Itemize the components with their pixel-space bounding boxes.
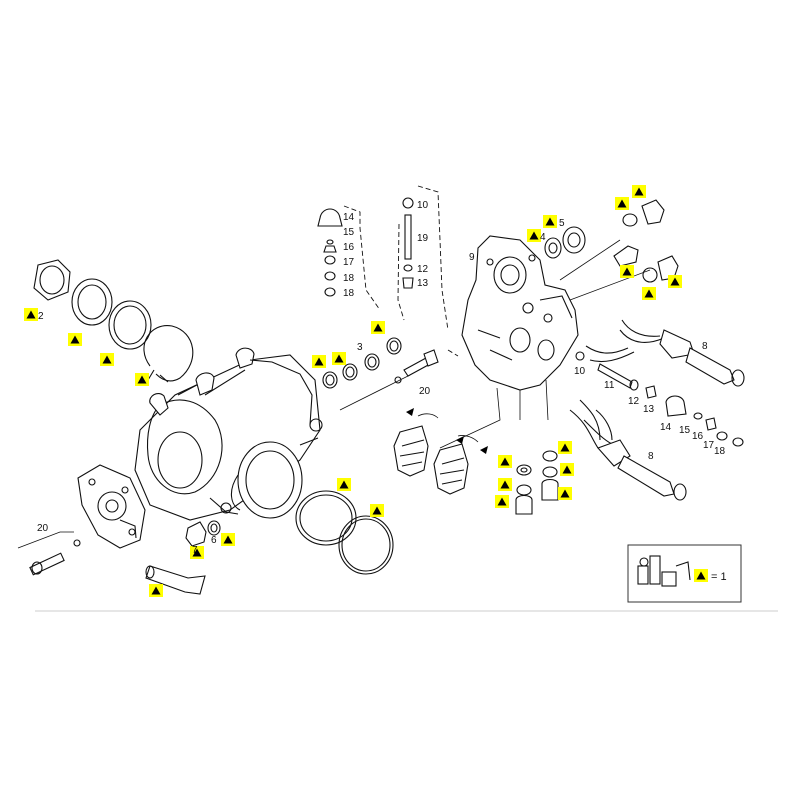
valve-cartridge-right bbox=[433, 435, 479, 495]
callout-10-right: 10 bbox=[574, 366, 586, 377]
marker-snapring-icon bbox=[135, 373, 149, 386]
end-cover-plate bbox=[77, 464, 146, 549]
callout-8-upper: 8 bbox=[702, 341, 708, 352]
marker-3a-icon bbox=[312, 355, 326, 368]
callout-16-right: 16 bbox=[692, 431, 704, 442]
callout-14-right: 14 bbox=[660, 422, 672, 433]
assembly-arrows bbox=[406, 408, 488, 454]
callout-18-mid: 18 bbox=[343, 288, 355, 299]
marker-c2-icon bbox=[498, 478, 512, 491]
callout-12-top: 12 bbox=[417, 264, 429, 275]
marker-6-icon bbox=[221, 533, 235, 546]
callout-20-center: 20 bbox=[419, 386, 431, 397]
screw-cap-row-right bbox=[665, 395, 744, 447]
marker-tr4-icon bbox=[642, 287, 656, 300]
callout-15-right: 15 bbox=[679, 425, 691, 436]
seal-part-4 bbox=[544, 237, 562, 259]
callout-14-top: 14 bbox=[343, 212, 355, 223]
callout-12-right: 12 bbox=[628, 396, 640, 407]
valve-body-part-9 bbox=[439, 235, 579, 449]
marker-oring2-icon bbox=[370, 504, 384, 517]
solenoid-lower-part-8 bbox=[569, 399, 687, 501]
marker-seal2-icon bbox=[100, 353, 114, 366]
nut-part-2 bbox=[33, 259, 71, 301]
kit-pictogram-icon bbox=[637, 555, 691, 587]
marker-tr5-icon bbox=[668, 275, 682, 288]
callout-3: 3 bbox=[357, 342, 363, 353]
callout-5: 5 bbox=[559, 218, 565, 229]
pin-stack bbox=[397, 185, 449, 331]
seal-ring-1 bbox=[71, 278, 113, 326]
marker-c1-icon bbox=[498, 455, 512, 468]
callout-9: 9 bbox=[469, 252, 475, 263]
callout-18-right: 18 bbox=[714, 446, 726, 457]
callout-17-right: 17 bbox=[703, 440, 715, 451]
callout-16-top: 16 bbox=[343, 242, 355, 253]
marker-oring1-icon bbox=[337, 478, 351, 491]
grease-tube bbox=[145, 565, 206, 595]
plug-part-7 bbox=[185, 521, 207, 547]
callout-20-left: 20 bbox=[37, 523, 49, 534]
callout-10-top: 10 bbox=[417, 200, 429, 211]
valve-cartridge-left bbox=[393, 413, 439, 477]
callout-7: 7 bbox=[192, 545, 198, 556]
o-ring-large-1 bbox=[295, 490, 357, 546]
o-ring-large-2 bbox=[338, 515, 394, 575]
seal-ring-2 bbox=[108, 300, 152, 350]
marker-c3-icon bbox=[495, 495, 509, 508]
snap-ring bbox=[143, 325, 194, 383]
o-rings-part-3 bbox=[322, 337, 411, 411]
callout-15-top: 15 bbox=[343, 227, 355, 238]
bolt-part-20-left bbox=[17, 531, 81, 576]
marker-5-icon bbox=[543, 215, 557, 228]
steering-box-housing bbox=[134, 347, 323, 521]
marker-3c-icon bbox=[371, 321, 385, 334]
washer-part-6 bbox=[207, 520, 221, 536]
marker-c5-icon bbox=[560, 463, 574, 476]
marker-c4-icon bbox=[558, 441, 572, 454]
solenoid-upper-part-8 bbox=[585, 319, 745, 387]
callout-8-lower: 8 bbox=[648, 451, 654, 462]
legend-box: = 1 bbox=[627, 544, 742, 603]
marker-grease-icon bbox=[149, 584, 163, 597]
seal-part-5 bbox=[562, 226, 586, 254]
legend-equals-text: = 1 bbox=[711, 571, 727, 583]
marker-tr3-icon bbox=[620, 265, 634, 278]
marker-tr2-icon bbox=[632, 185, 646, 198]
legend-warning-marker-icon bbox=[694, 569, 708, 582]
marker-seal1-icon bbox=[68, 333, 82, 346]
callout-11: 11 bbox=[604, 380, 615, 391]
marker-2-icon bbox=[24, 308, 38, 321]
plug-top-right bbox=[559, 199, 679, 301]
callout-4: 4 bbox=[540, 232, 546, 243]
callout-17-top: 17 bbox=[343, 257, 355, 268]
callout-13-top: 13 bbox=[417, 278, 429, 289]
marker-4-icon bbox=[527, 229, 541, 242]
callout-2: 2 bbox=[38, 311, 44, 322]
marker-3b-icon bbox=[332, 352, 346, 365]
marker-tr1-icon bbox=[615, 197, 629, 210]
seal-column-center bbox=[515, 450, 559, 515]
callout-18-top: 18 bbox=[343, 273, 355, 284]
callout-6: 6 bbox=[211, 535, 217, 546]
callout-19: 19 bbox=[417, 233, 429, 244]
callout-13-right: 13 bbox=[643, 404, 655, 415]
part-number-callouts: 2 3 4 5 6 7 8 8 9 10 10 11 12 12 13 13 1… bbox=[37, 200, 726, 556]
banjo-bolt bbox=[394, 349, 439, 384]
pin-part-11 bbox=[575, 351, 657, 399]
marker-c6-icon bbox=[558, 487, 572, 500]
screw-cap-stack bbox=[317, 205, 381, 311]
